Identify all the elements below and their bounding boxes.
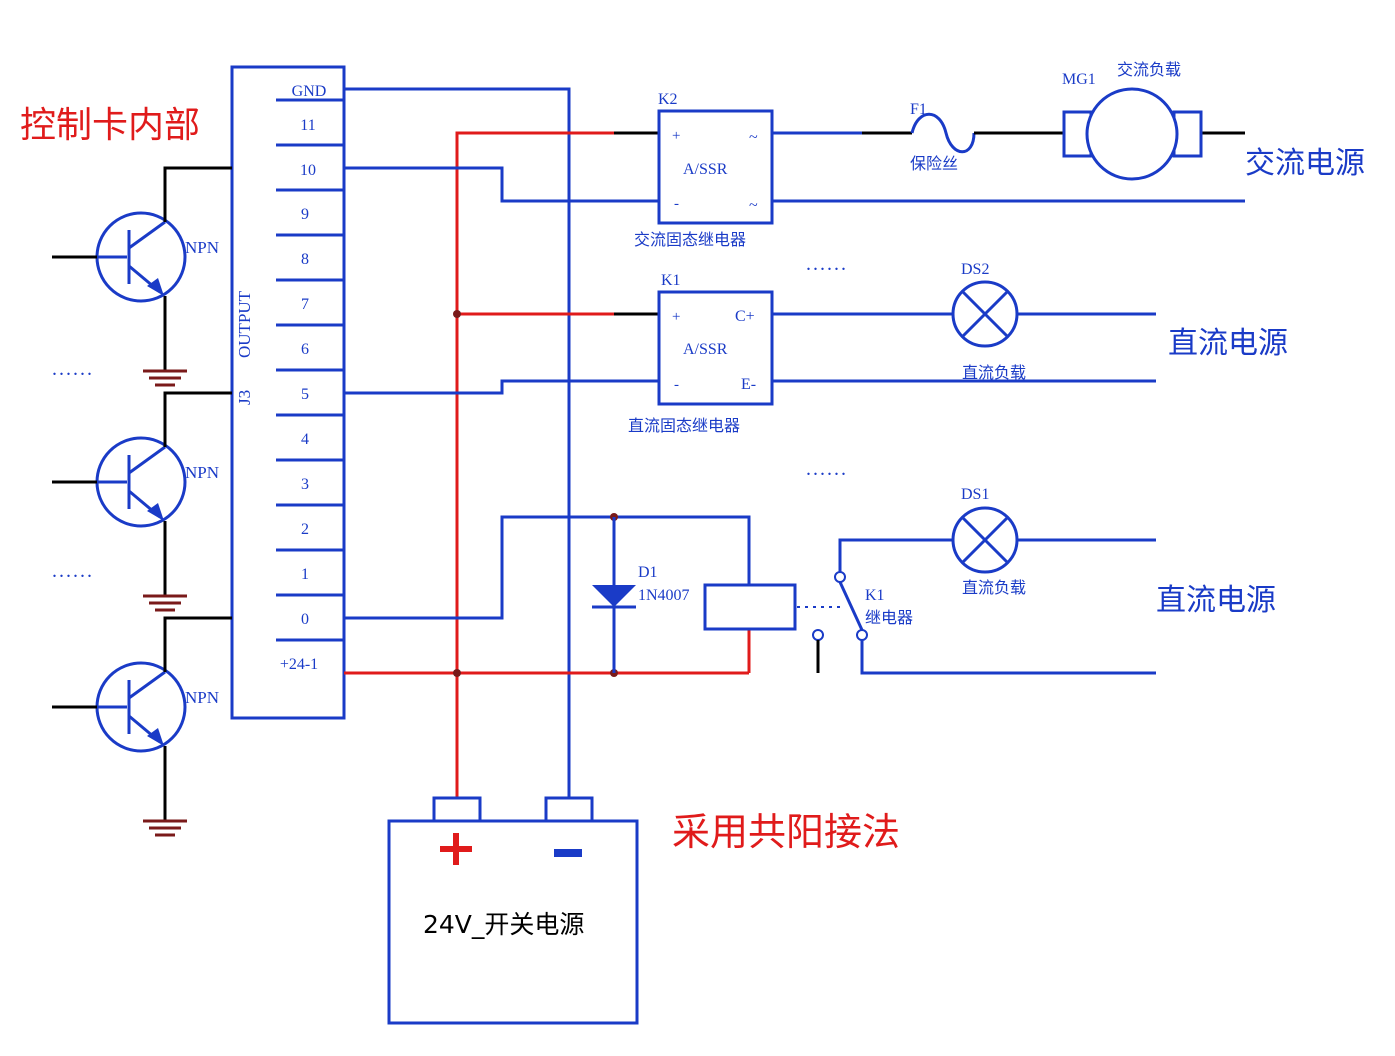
relay-desc: 继电器 (865, 608, 913, 627)
k1-ssr-body: A/SSR (683, 341, 728, 358)
connector-type: OUTPUT (235, 290, 254, 358)
pin-label: 10 (300, 162, 316, 179)
output-5-wire (344, 379, 659, 395)
k2-tilde-bottom: ~ (749, 197, 758, 214)
ds1-ref: DS1 (961, 486, 989, 503)
pin-label: 5 (301, 386, 309, 403)
common-anode-label: 采用共阳接法 (672, 812, 900, 854)
relay-k1: K1 继电器 ...... (703, 458, 1156, 675)
k2-plus: + (672, 128, 680, 144)
pin-label: 11 (300, 117, 315, 134)
ellipsis-dots: ...... (806, 253, 848, 275)
ellipsis-dots: ...... (52, 358, 94, 380)
ac-load-circuit: F1 保险丝 (772, 101, 1245, 203)
pin-label: GND (292, 83, 327, 100)
motor-mg1: MG1 交流负载 (1062, 60, 1203, 181)
diode-d1: D1 1N4007 (592, 517, 690, 673)
pin-label: 2 (301, 521, 309, 538)
ac-source-label: 交流电源 (1245, 147, 1365, 180)
npn-transistor-1: NPN (52, 166, 232, 387)
pin-label: +24-1 (280, 656, 318, 673)
dc-source-label-1: 直流电源 (1168, 327, 1288, 360)
pin-label: 1 (301, 566, 309, 583)
k1-ssr-minus: - (674, 377, 679, 393)
k1-ssr-cplus: C+ (735, 308, 755, 325)
motor-desc: 交流负载 (1117, 60, 1181, 79)
k2-ref: K2 (658, 91, 678, 108)
pin-label: 7 (301, 296, 309, 313)
pin-label: 9 (301, 206, 309, 223)
dc-load-circuit-1: ...... (772, 253, 1156, 383)
power-supply-label: 24V_开关电源 (423, 910, 584, 939)
gnd-wire (344, 87, 571, 798)
k2-minus: - (674, 196, 679, 212)
dc-source-label-2: 直流电源 (1156, 584, 1276, 617)
ellipsis-dots: ...... (806, 458, 848, 480)
npn-label: NPN (185, 688, 219, 707)
ellipsis-dots: ...... (52, 560, 94, 582)
diode-ref: D1 (638, 564, 658, 581)
k1-ssr-plus: + (672, 309, 680, 325)
dc-ssr-k1: K1 + C+ A/SSR - E- 直流固态继电器 (628, 272, 774, 435)
ds1-desc: 直流负载 (962, 578, 1026, 597)
pin-label: 6 (301, 341, 309, 358)
npn-label: NPN (185, 463, 219, 482)
ds2-desc: 直流负载 (962, 363, 1026, 382)
ac-ssr-k2: K2 + ~ A/SSR - ~ 交流固态继电器 (634, 91, 774, 249)
pin-label: 3 (301, 476, 309, 493)
k2-body: A/SSR (683, 161, 728, 178)
npn-transistor-3: NPN (52, 616, 232, 837)
connector-ref: J3 (235, 390, 254, 405)
k1-ssr-ref: K1 (661, 272, 681, 289)
fuse-desc: 保险丝 (910, 154, 958, 173)
ds2-ref: DS2 (961, 261, 989, 278)
k1-ssr-eminus: E- (741, 376, 756, 393)
k2-desc: 交流固态继电器 (634, 230, 746, 249)
relay-ref: K1 (865, 587, 885, 604)
power-supply-24v: 24V_开关电源 (387, 796, 639, 1025)
connector-j3: J3 OUTPUT GND 11 10 9 8 7 6 5 4 3 2 1 0 … (230, 65, 346, 720)
lamp-ds1: DS1 直流负载 (951, 486, 1156, 597)
pin-label: 8 (301, 251, 309, 268)
npn-label: NPN (185, 238, 219, 257)
k2-tilde-top: ~ (749, 129, 758, 146)
lamp-ds2: DS2 直流负载 (951, 261, 1026, 382)
diode-part: 1N4007 (638, 587, 690, 604)
k1-ssr-desc: 直流固态继电器 (628, 416, 740, 435)
output-10-wire (344, 166, 659, 203)
motor-ref: MG1 (1062, 71, 1096, 88)
fuse-ref: F1 (910, 101, 927, 118)
pin-label: 0 (301, 611, 309, 628)
pin-label: 4 (301, 431, 309, 448)
card-internal-label: 控制卡内部 (20, 105, 200, 145)
npn-transistor-2: NPN (52, 391, 232, 612)
